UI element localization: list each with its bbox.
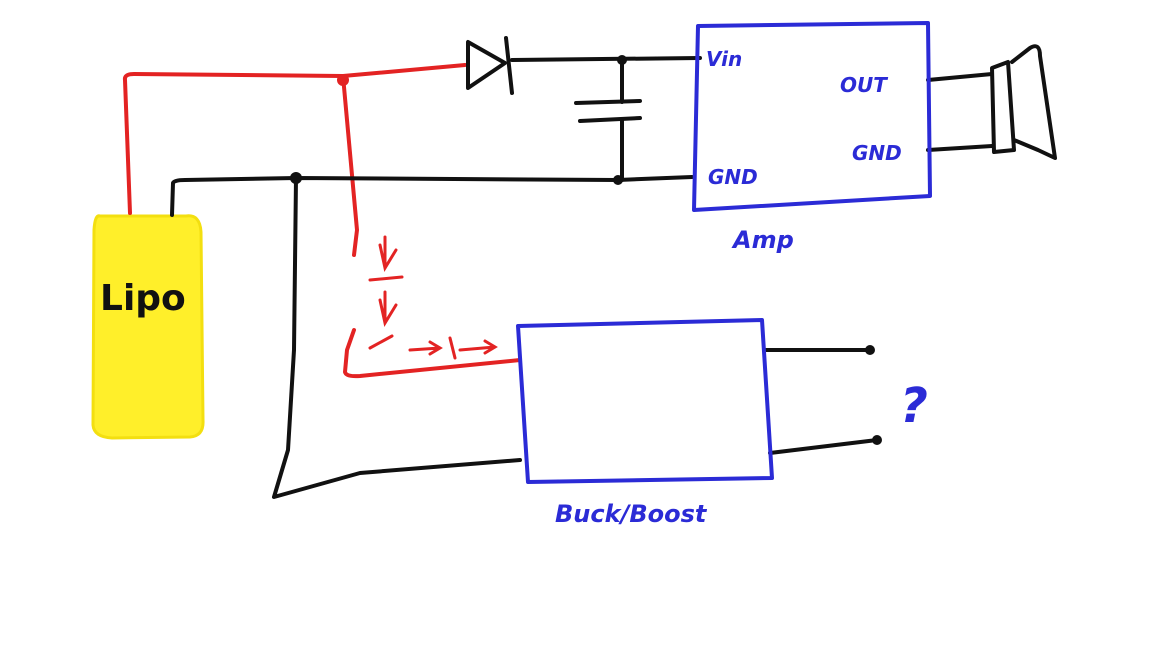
output-terminal-bottom (872, 435, 882, 445)
battery-label: Lipo (100, 278, 186, 319)
positive-junction (337, 74, 349, 86)
amp-gnd-wire (926, 144, 994, 152)
converter-box (516, 318, 774, 484)
diode-junction (617, 55, 627, 65)
diode-icon (466, 36, 514, 95)
amp-pin-gnd: GND (708, 165, 758, 189)
capacitor-ground-junction (613, 175, 623, 185)
capacitor-icon (574, 99, 642, 123)
speaker-icon (990, 44, 1057, 160)
battery-ground-wire (170, 175, 694, 217)
positive-wires (122, 63, 522, 379)
unknown-output-label: ? (900, 378, 928, 434)
diode-to-amp-wire (510, 56, 702, 62)
positive-down-wire (341, 74, 359, 257)
battery: Lipo (91, 214, 205, 440)
amp-label: Amp (731, 226, 794, 254)
output-terminal-top (865, 345, 875, 355)
amp-out-wire (926, 72, 994, 82)
amp-box (692, 21, 932, 212)
amp-block: Vin GND OUT GND Amp (692, 21, 932, 254)
converter-label: Buck/Boost (555, 500, 708, 528)
amp-pin-out: OUT (840, 73, 888, 97)
converter-out-bottom (768, 438, 879, 455)
switch-horizontal (408, 336, 498, 360)
amp-pin-vin: Vin (706, 47, 742, 71)
switch-vertical (368, 235, 404, 350)
positive-lower-wire (343, 328, 522, 379)
ground-down-wire (272, 176, 522, 499)
switch-icon (368, 334, 394, 350)
ground-wires (170, 56, 994, 499)
battery-positive-wire (122, 72, 345, 215)
positive-to-diode-wire (341, 63, 467, 78)
amp-pin-out-gnd: GND (852, 141, 902, 165)
converter-block: Buck/Boost (516, 318, 774, 528)
ground-junction (290, 172, 302, 184)
battery-body (91, 214, 205, 440)
